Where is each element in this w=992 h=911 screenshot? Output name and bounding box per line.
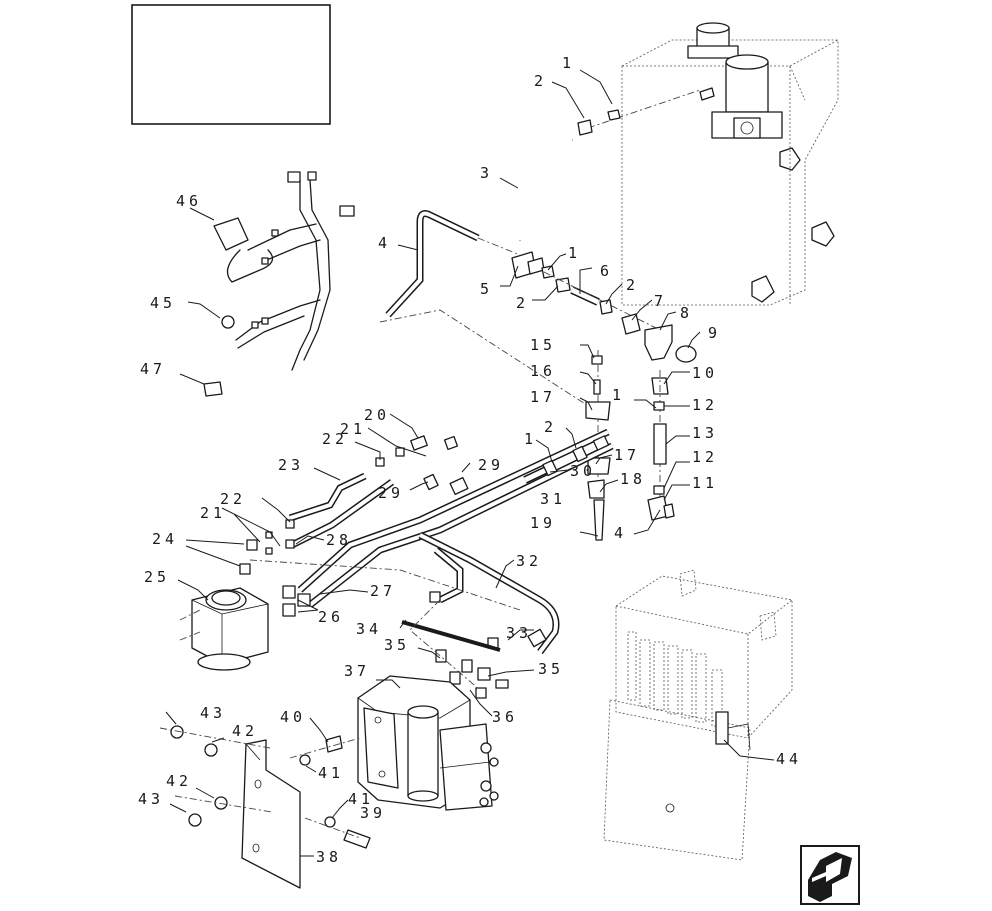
callout-20: 20 [364,406,390,424]
callout-5: 5 [480,280,493,298]
title-block [131,4,331,125]
callout-46: 46 [176,192,202,210]
callout-labels: 1 2 3 4 5 1 2 6 2 7 8 9 10 1 12 13 12 11… [138,54,802,866]
callout-33: 33 [506,624,532,642]
next-page-arrow-button[interactable] [800,845,860,905]
callout-42: 42 [232,722,258,740]
callout-38: 38 [316,848,342,866]
callout-17: 17 [530,388,556,406]
callout-40: 40 [280,708,306,726]
callout-37: 37 [344,662,370,680]
callout-47: 47 [140,360,166,378]
callout-24: 24 [152,530,178,548]
callout-9: 9 [708,324,721,342]
callout-11: 11 [692,474,718,492]
callout-36: 36 [492,708,518,726]
electrical-control-box [603,569,793,861]
control-valve-block [357,675,499,811]
suction-pipe-assembly [379,89,701,521]
callout-30: 30 [570,462,596,480]
callout-12: 12 [692,396,718,414]
callout-29: 29 [378,484,404,502]
callout-29: 29 [478,456,504,474]
callout-39: 39 [360,804,386,822]
callout-2: 2 [626,276,639,294]
hydraulic-tank [621,22,839,306]
callout-2: 2 [516,294,529,312]
next-page-arrow-icon [808,852,852,902]
callout-1: 1 [568,244,581,262]
fittings-cluster [239,435,610,699]
solenoid-valve [179,587,269,671]
callout-13: 13 [692,424,718,442]
callout-4: 4 [614,524,627,542]
callout-21: 21 [340,420,366,438]
callout-23: 23 [278,456,304,474]
callout-31: 31 [540,490,566,508]
callout-15: 15 [530,336,556,354]
wiring-harness [203,171,355,397]
callout-6: 6 [600,262,613,280]
callout-1: 1 [612,386,625,404]
callout-43: 43 [200,704,226,722]
callout-26: 26 [318,608,344,626]
callout-10: 10 [692,364,718,382]
callout-41: 41 [348,790,374,808]
callout-17: 17 [614,446,640,464]
callout-22: 22 [220,490,246,508]
callout-35: 35 [384,636,410,654]
callout-28: 28 [326,531,352,549]
callout-34: 34 [356,620,382,638]
mounting-plate [159,725,371,889]
callout-25: 25 [144,568,170,586]
callout-3: 3 [480,164,493,182]
callout-8: 8 [680,304,693,322]
callout-1: 1 [562,54,575,72]
leader-lines [165,69,775,857]
callout-32: 32 [516,552,542,570]
callout-27: 27 [370,582,396,600]
callout-2: 2 [534,72,547,90]
callout-19: 19 [530,514,556,532]
tank-filter [687,22,783,139]
callout-12: 12 [692,448,718,466]
callout-16: 16 [530,362,556,380]
callout-42: 42 [166,772,192,790]
callout-35: 35 [538,660,564,678]
callout-45: 45 [150,294,176,312]
callout-7: 7 [654,292,667,310]
callout-43: 43 [138,790,164,808]
relay-modules [627,631,723,727]
callout-22: 22 [322,430,348,448]
callout-4: 4 [378,234,391,252]
callout-21: 21 [200,504,226,522]
callout-1: 1 [524,430,537,448]
callout-18: 18 [620,470,646,488]
callout-41: 41 [318,764,344,782]
callout-2: 2 [544,418,557,436]
callout-44: 44 [776,750,802,768]
